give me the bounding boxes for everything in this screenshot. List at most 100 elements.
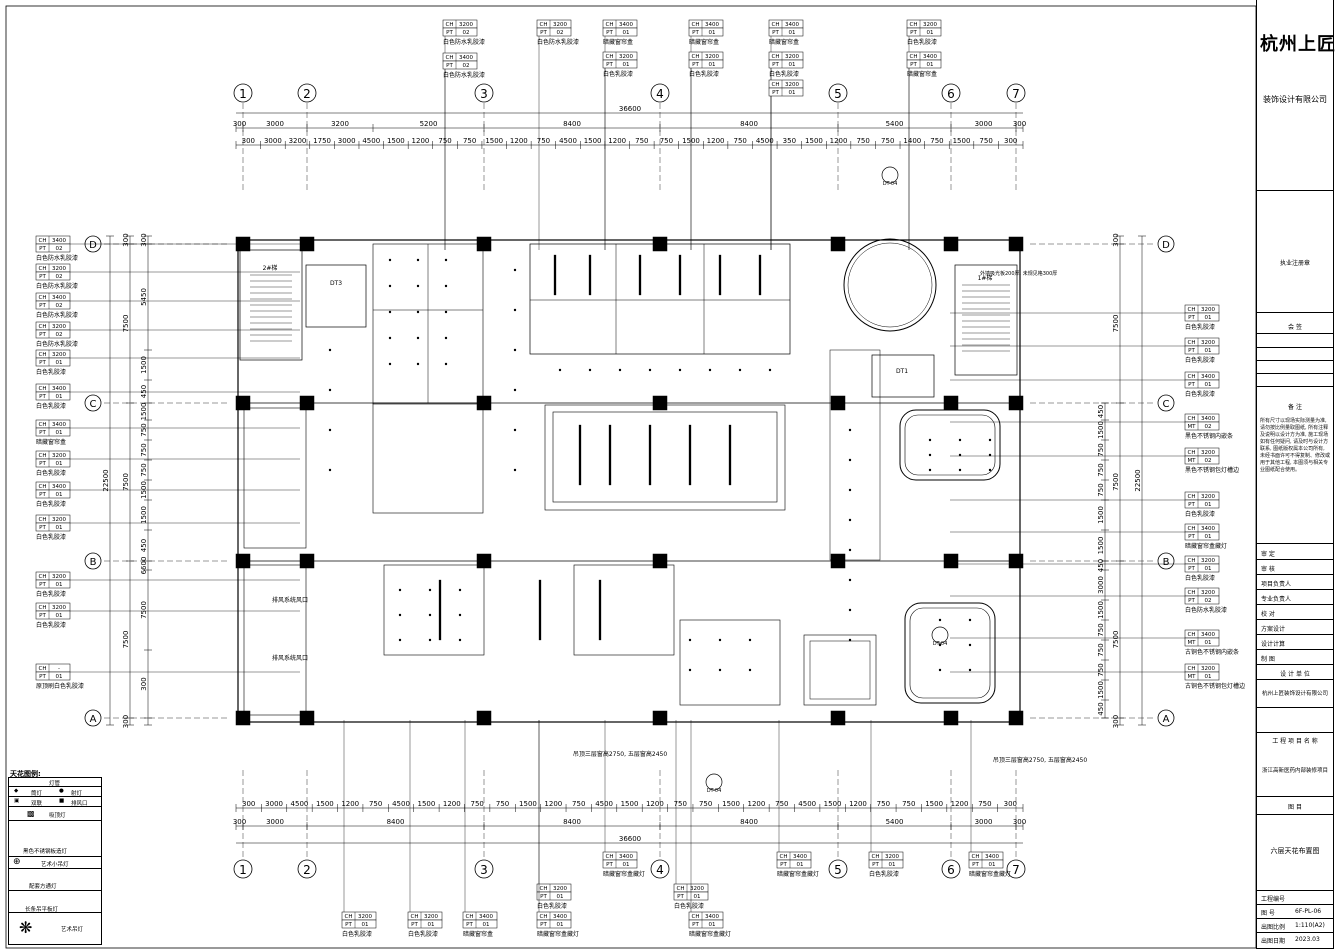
- structural-column: [299, 395, 315, 411]
- right-dim-inner-value: 450: [1097, 405, 1105, 418]
- top-ceiling-tag-cell: [442, 27, 478, 37]
- linear-light: [438, 579, 442, 641]
- bottom-dim-row1-value: 750: [775, 800, 788, 808]
- right-ceiling-tag-cell: [1184, 312, 1220, 322]
- bottom-ceiling-tag-key: CH: [540, 886, 548, 892]
- grid-label-right: B: [1163, 557, 1170, 568]
- divider: [1257, 312, 1333, 313]
- right-ceiling-tag-label: 黑色不锈钢内嵌条: [1185, 432, 1233, 440]
- grid-label-bottom: 3: [480, 863, 488, 877]
- left-dim-outer-value: 7500: [122, 473, 130, 491]
- grid-label-bottom: 4: [656, 863, 664, 877]
- downlight: [558, 368, 562, 372]
- right-ceiling-tag-key: MT: [1187, 424, 1196, 430]
- downlight: [458, 638, 462, 642]
- right-ceiling-tag-cell: [1184, 379, 1220, 389]
- right-ceiling-tag-label: 黑色不锈钢包灯槽边: [1185, 466, 1239, 474]
- structural-column: [830, 236, 846, 252]
- grid-label-top: 3: [480, 87, 488, 101]
- top-ceiling-tag-key: CH: [606, 54, 614, 60]
- structural-column: [235, 553, 251, 569]
- linear-light: [553, 254, 557, 296]
- bottom-ceiling-tag-key: CH: [345, 914, 353, 920]
- downlight: [958, 453, 962, 457]
- downlight: [748, 638, 752, 642]
- top-ceiling-tag-val: 3200: [553, 22, 567, 28]
- left-ceiling-tag-key: CH: [39, 324, 47, 330]
- downlight: [988, 468, 992, 472]
- grid-bubble-top: [1006, 83, 1026, 103]
- top-dim-row1-value: 8400: [563, 120, 581, 128]
- bottom-ceiling-tag-key: PT: [540, 922, 547, 928]
- top-ceiling-tag-val: 3200: [785, 82, 799, 88]
- bottom-dim-row1-value: 1200: [544, 800, 562, 808]
- room-b4: [679, 619, 781, 706]
- bottom-dim-row1-value: 1200: [748, 800, 766, 808]
- downlight: [848, 548, 852, 552]
- downlight: [848, 488, 852, 492]
- bottom-ceiling-tag-key: CH: [692, 914, 700, 920]
- downlight: [928, 468, 932, 472]
- right-ceiling-tag-val: 01: [1205, 315, 1212, 321]
- left-ceiling-tag-key: CH: [39, 238, 47, 244]
- bottom-ceiling-tag-val: 3200: [885, 854, 899, 860]
- design-unit: 杭州上匠装饰设计有限公司: [1257, 680, 1333, 708]
- top-ceiling-tag-key: CH: [446, 55, 454, 61]
- top-dim-row1-value: 3200: [331, 120, 349, 128]
- bottom-ceiling-tag-key: CH: [411, 914, 419, 920]
- left-ceiling-tag-cell: [35, 489, 71, 499]
- divider: [1257, 190, 1333, 191]
- downlight: [848, 428, 852, 432]
- bottom-dim-row1-value: 750: [674, 800, 687, 808]
- round-ceiling: [843, 238, 937, 332]
- corridor: [829, 349, 881, 561]
- top-ceiling-tag-key: CH: [772, 82, 780, 88]
- linear-light: [588, 254, 592, 296]
- legend-title: 天花图例:: [10, 770, 41, 778]
- bottom-ceiling-tag-val: 3400: [619, 854, 633, 860]
- top-ceiling-tag-key: PT: [772, 90, 779, 96]
- right-ceiling-tag-label: 白色防水乳胶漆: [1185, 606, 1227, 614]
- bottom-ceiling-tag-val: 01: [557, 922, 564, 928]
- top-ceiling-tag-label: 白色防水乳胶漆: [443, 71, 485, 79]
- right-ceiling-tag-key: MT: [1187, 674, 1196, 680]
- legend-row-1: ◆ 筒灯 ● 射灯: [9, 787, 101, 797]
- bottom-dim-row1-value: 1500: [316, 800, 334, 808]
- top-dim-row2-value: 1750: [313, 137, 331, 145]
- top-ceiling-tag-key: CH: [692, 22, 700, 28]
- downlight: [988, 438, 992, 442]
- left-ceiling-tag-cell: [35, 329, 71, 339]
- linear-light: [638, 254, 642, 296]
- right-dim-inner-value: 750: [1097, 483, 1105, 496]
- bottom-ceiling-tag-val: 3400: [479, 914, 493, 920]
- right-ceiling-tag-cell: [1184, 345, 1220, 355]
- left-dim-outer-value: 300: [122, 715, 130, 728]
- top-dim-row2-value: 1200: [608, 137, 626, 145]
- right-ceiling-tag-val: 3200: [1201, 590, 1215, 596]
- bottom-ceiling-tag-label: 暗藏窗帘盒藏灯: [537, 930, 579, 938]
- right-ceiling-tag-label: 古铜色不锈钢包灯槽边: [1185, 682, 1245, 690]
- stair-right-label: 1#梯: [978, 274, 993, 282]
- right-ceiling-tag-cell: [1184, 499, 1220, 509]
- left-ceiling-tag-val: 3200: [52, 453, 66, 459]
- section-marker: [705, 773, 723, 791]
- stair-left-label: 2#梯: [263, 264, 278, 272]
- pendant-icon: ⊕: [13, 857, 21, 867]
- grid-bubble-right: [1157, 394, 1175, 412]
- divider: [1257, 732, 1333, 733]
- tb-row-label: 审 核: [1261, 566, 1275, 573]
- title-block: 杭州上匠 装饰设计有限公司 执业注册章 会 签 备 注 所有尺寸以现场实际测量为…: [1256, 0, 1335, 949]
- structural-column: [1008, 710, 1024, 726]
- stair-right: [954, 264, 1018, 376]
